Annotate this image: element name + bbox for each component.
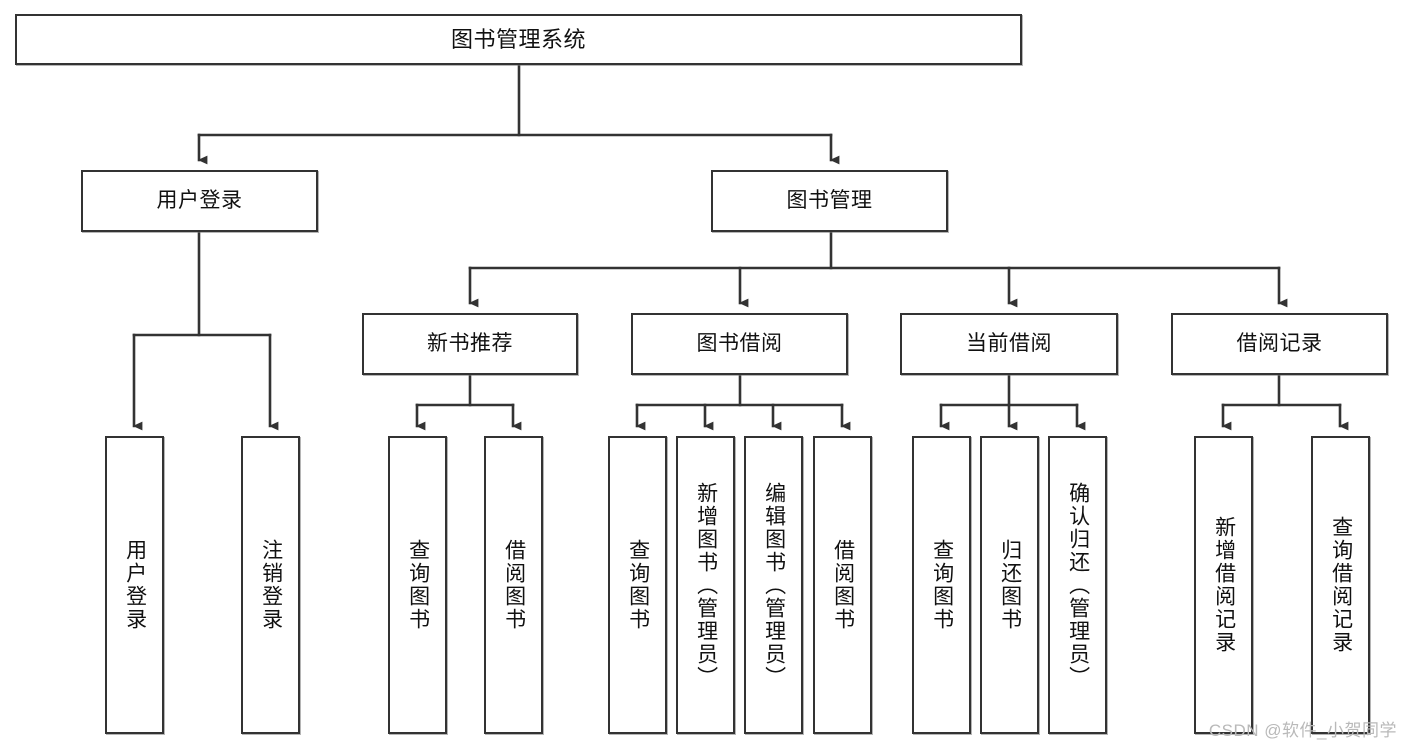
watermark: CSDN @软件_小贺同学 — [1208, 721, 1397, 740]
leaf-label: 新增图书（管理员） — [694, 481, 718, 689]
leaf-book-borrow-borrow-book[interactable]: 借阅图书 — [813, 436, 872, 734]
leaf-label: 查询图书 — [626, 539, 650, 631]
node-label: 用户登录 — [156, 188, 243, 212]
node-book-management[interactable]: 图书管理 — [711, 170, 948, 232]
leaf-label: 注销登录 — [259, 539, 283, 631]
leaf-book-borrow-add-book[interactable]: 新增图书（管理员） — [676, 436, 735, 734]
leaf-label: 查询图书 — [406, 539, 430, 631]
leaf-label: 编辑图书（管理员） — [762, 481, 786, 689]
node-current-borrow[interactable]: 当前借阅 — [900, 313, 1118, 375]
node-root-book-management-system[interactable]: 图书管理系统 — [15, 14, 1022, 65]
node-label: 当前借阅 — [966, 331, 1052, 355]
leaf-label: 归还图书 — [998, 539, 1022, 631]
leaf-book-borrow-query-book[interactable]: 查询图书 — [608, 436, 667, 734]
leaf-borrow-record-query-record[interactable]: 查询借阅记录 — [1311, 436, 1370, 734]
leaf-new-book-query-book[interactable]: 查询图书 — [388, 436, 447, 734]
node-label: 图书管理 — [786, 188, 873, 212]
leaf-label: 借阅图书 — [502, 539, 526, 631]
leaf-label: 用户登录 — [123, 539, 147, 631]
leaf-label: 查询图书 — [930, 539, 954, 631]
node-new-book-recommend[interactable]: 新书推荐 — [362, 313, 578, 375]
leaf-current-borrow-return-book[interactable]: 归还图书 — [980, 436, 1039, 734]
leaf-current-borrow-query-book[interactable]: 查询图书 — [912, 436, 971, 734]
leaf-label: 确认归还（管理员） — [1066, 481, 1090, 689]
leaf-user-login-logout[interactable]: 注销登录 — [241, 436, 300, 734]
leaf-user-login-login[interactable]: 用户登录 — [105, 436, 164, 734]
leaf-label: 新增借阅记录 — [1212, 516, 1236, 654]
node-label: 图书借阅 — [696, 331, 783, 355]
leaf-label: 借阅图书 — [831, 539, 855, 631]
node-label: 新书推荐 — [427, 331, 513, 355]
node-borrow-record[interactable]: 借阅记录 — [1171, 313, 1388, 375]
node-user-login[interactable]: 用户登录 — [81, 170, 318, 232]
leaf-new-book-borrow-book[interactable]: 借阅图书 — [484, 436, 543, 734]
leaf-current-borrow-confirm-return[interactable]: 确认归还（管理员） — [1048, 436, 1107, 734]
leaf-label: 查询借阅记录 — [1329, 516, 1353, 654]
leaf-borrow-record-add-record[interactable]: 新增借阅记录 — [1194, 436, 1253, 734]
node-label: 借阅记录 — [1236, 331, 1323, 355]
node-label: 图书管理系统 — [450, 26, 586, 52]
leaf-book-borrow-edit-book[interactable]: 编辑图书（管理员） — [744, 436, 803, 734]
node-book-borrow[interactable]: 图书借阅 — [631, 313, 848, 375]
